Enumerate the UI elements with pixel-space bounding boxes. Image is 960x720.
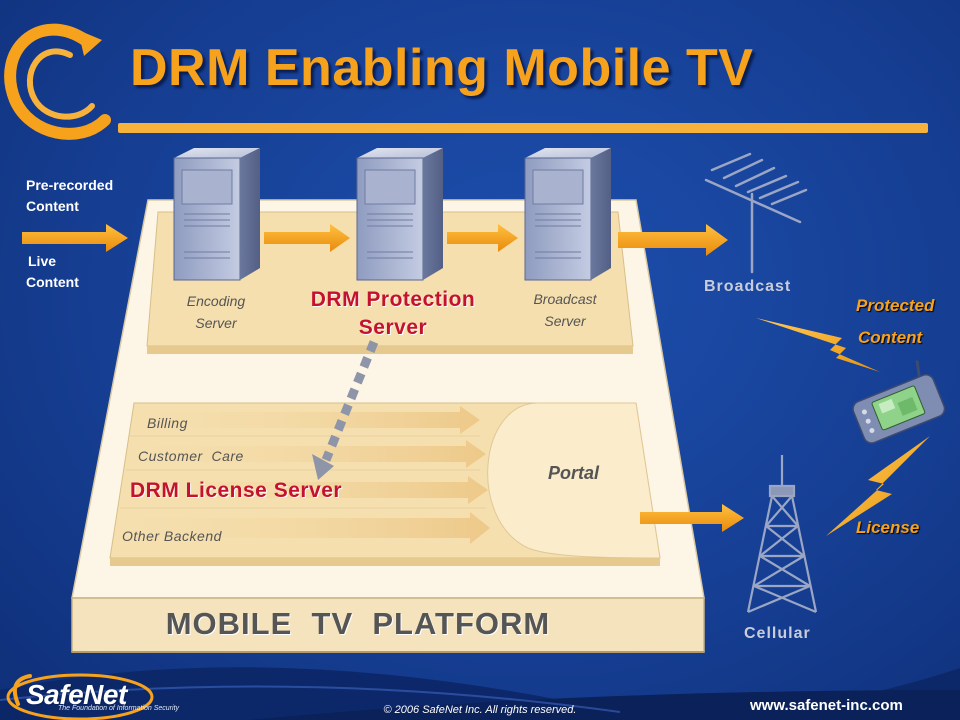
encoding-line2: Server (195, 315, 237, 331)
drm-license-server-label: DRM License Server (130, 479, 343, 502)
live-line1: Live (28, 253, 57, 269)
safenet-swirl-icon (4, 23, 111, 140)
broadcast-line1: Broadcast (533, 291, 597, 307)
broadcast-line2: Server (544, 313, 586, 329)
slide-title: DRM Enabling Mobile TV (130, 39, 754, 97)
broadcast-out-arrow (618, 224, 728, 256)
footer-swoosh (0, 667, 960, 720)
encoding-server-label: Encoding Server (166, 290, 266, 334)
live-line2: Content (26, 274, 79, 290)
backend-tier (109, 402, 661, 566)
cellular-label: Cellular (744, 625, 811, 642)
website-url: www.safenet-inc.com (750, 697, 903, 714)
broadcast-label: Broadcast (704, 278, 792, 295)
live-content-label: Live Content (26, 251, 79, 293)
portal-to-cellular-arrow (640, 504, 744, 532)
protected-label: Protected (856, 296, 935, 315)
protection-to-broadcast-arrow (447, 224, 518, 252)
mobile-device-icon (852, 360, 946, 444)
drm-protection-server-label: DRM Protection Server (282, 286, 504, 342)
server-tower-icon (524, 148, 611, 281)
license-label: License (856, 518, 920, 537)
lightning-bolt-icon (756, 318, 880, 372)
lightning-bolt-icon (826, 436, 930, 536)
broadcast-antenna-icon (704, 152, 808, 274)
copyright-notice: © 2006 SafeNet Inc. All rights reserved. (383, 704, 577, 716)
prerecorded-content-label: Pre-recorded Content (26, 175, 113, 217)
safenet-tagline: The Foundation of Information Security (58, 705, 180, 712)
customer-care-label: Customer Care (138, 448, 244, 464)
server-tower-icon (173, 148, 260, 281)
prerecorded-line2: Content (26, 198, 79, 214)
other-backend-label: Other Backend (122, 528, 222, 544)
portal-label: Portal (548, 463, 600, 483)
drm-key-exchange-arrow (312, 340, 379, 480)
safenet-logo-mark (6, 673, 154, 720)
platform-label: MOBILE TV PLATFORM (165, 606, 551, 641)
content-input-arrow (22, 224, 128, 252)
server-tower-icon (356, 148, 443, 281)
title-underline (118, 123, 928, 133)
drm-protection-line1: DRM Protection (310, 288, 476, 311)
prerecorded-line1: Pre-recorded (26, 177, 114, 193)
broadcast-server-label: Broadcast Server (515, 288, 615, 332)
cell-tower-icon (746, 455, 818, 614)
drm-protection-line2: Server (358, 316, 428, 339)
encoding-line1: Encoding (186, 293, 246, 309)
billing-label: Billing (147, 415, 188, 431)
encoding-to-protection-arrow (264, 224, 350, 252)
safenet-logo-text: SafeNet (26, 679, 127, 710)
content-label: Content (858, 328, 923, 347)
